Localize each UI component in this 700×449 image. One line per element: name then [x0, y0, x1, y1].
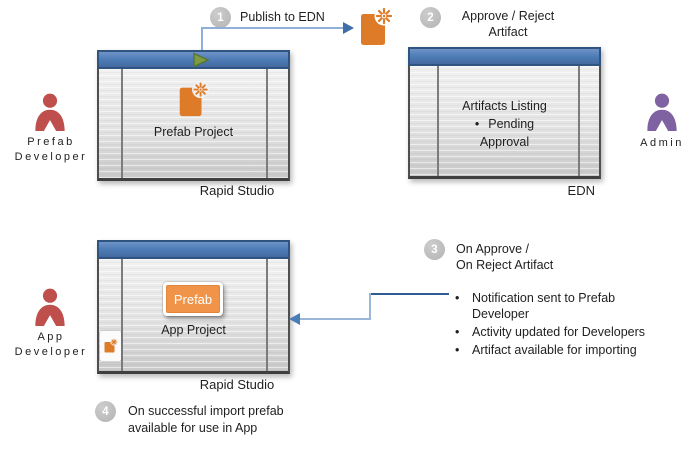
prefab-developer-label: Prefab Developer	[14, 136, 88, 163]
project-document-icon	[175, 79, 211, 126]
edn-window: Artifacts Listing Pending Approval	[408, 47, 601, 179]
app-project-window: Prefab App Project	[97, 240, 290, 374]
publish-arrowhead-icon	[343, 22, 354, 34]
notify-connector-bottom	[300, 318, 371, 320]
notify-connector-vertical	[369, 293, 371, 320]
step-2-number: 2	[427, 11, 434, 24]
prefab-project-label: Prefab Project	[153, 125, 234, 139]
edn-artifacts-text: Artifacts Listing Pending Approval	[410, 97, 599, 151]
step-1-label: Publish to EDN	[240, 10, 325, 24]
bullet-icon	[455, 342, 472, 358]
app-project-label: App Project	[161, 323, 226, 337]
step-2-badge: 2	[420, 7, 441, 28]
prefab-button-label: Prefab	[173, 291, 213, 307]
prefab-button: Prefab	[163, 282, 223, 316]
rapid-studio-caption-top: Rapid Studio	[199, 183, 275, 198]
step-1-badge: 1	[210, 7, 231, 28]
notify-connector-top	[369, 293, 449, 295]
publish-connector-horizontal	[201, 27, 343, 29]
step-4-badge: 4	[95, 401, 116, 422]
right-pane-divider	[266, 259, 268, 371]
outcome-notes-list: Notification sent to Prefab Developer Ac…	[455, 290, 667, 360]
edn-caption: EDN	[567, 183, 595, 198]
prefab-window-body: Prefab Project	[97, 69, 290, 181]
step-4-label: On successful import prefab available fo…	[128, 404, 284, 435]
edn-window-body: Artifacts Listing Pending Approval	[408, 66, 601, 179]
prefab-button-face: Prefab	[166, 285, 220, 313]
prefab-project-window: Prefab Project	[97, 50, 290, 181]
step-1-number: 1	[217, 11, 224, 24]
notify-arrowhead-icon	[289, 313, 300, 325]
right-pane-divider	[266, 69, 268, 178]
mini-prefab-icon	[104, 338, 118, 353]
app-developer-icon	[33, 287, 67, 334]
left-pane-divider	[121, 259, 123, 371]
artifacts-listing-label: Artifacts Listing	[462, 99, 547, 113]
artifact-document-icon	[356, 4, 394, 55]
prefab-palette-tile	[100, 331, 121, 361]
publish-connector-vertical	[201, 29, 203, 50]
prefab-developer-icon	[33, 92, 67, 139]
pending-approval-bullet: Pending	[410, 115, 599, 133]
step-3-label: On Approve / On Reject Artifact	[456, 242, 554, 272]
run-play-icon	[192, 52, 210, 73]
admin-label: Admin	[640, 137, 684, 149]
bullet-icon	[455, 290, 472, 322]
edn-window-titlebar	[408, 47, 601, 66]
rapid-studio-caption-bottom: Rapid Studio	[199, 377, 275, 392]
note-item: Artifact available for importing	[455, 342, 667, 358]
step-4-number: 4	[102, 405, 109, 418]
step-3-number: 3	[431, 243, 438, 256]
step-3-badge: 3	[424, 239, 445, 260]
pending-approval-line2: Approval	[479, 135, 530, 149]
admin-icon	[645, 92, 679, 139]
note-item: Activity updated for Developers	[455, 324, 667, 340]
app-window-body: Prefab App Project	[97, 259, 290, 374]
prefab-window-titlebar	[97, 50, 290, 69]
app-window-titlebar	[97, 240, 290, 259]
bullet-icon	[455, 324, 472, 340]
step-2-label: Approve / Reject Artifact	[461, 9, 555, 39]
app-developer-label: App Developer	[14, 331, 88, 358]
left-pane-divider	[121, 69, 123, 178]
note-item: Notification sent to Prefab Developer	[455, 290, 667, 322]
